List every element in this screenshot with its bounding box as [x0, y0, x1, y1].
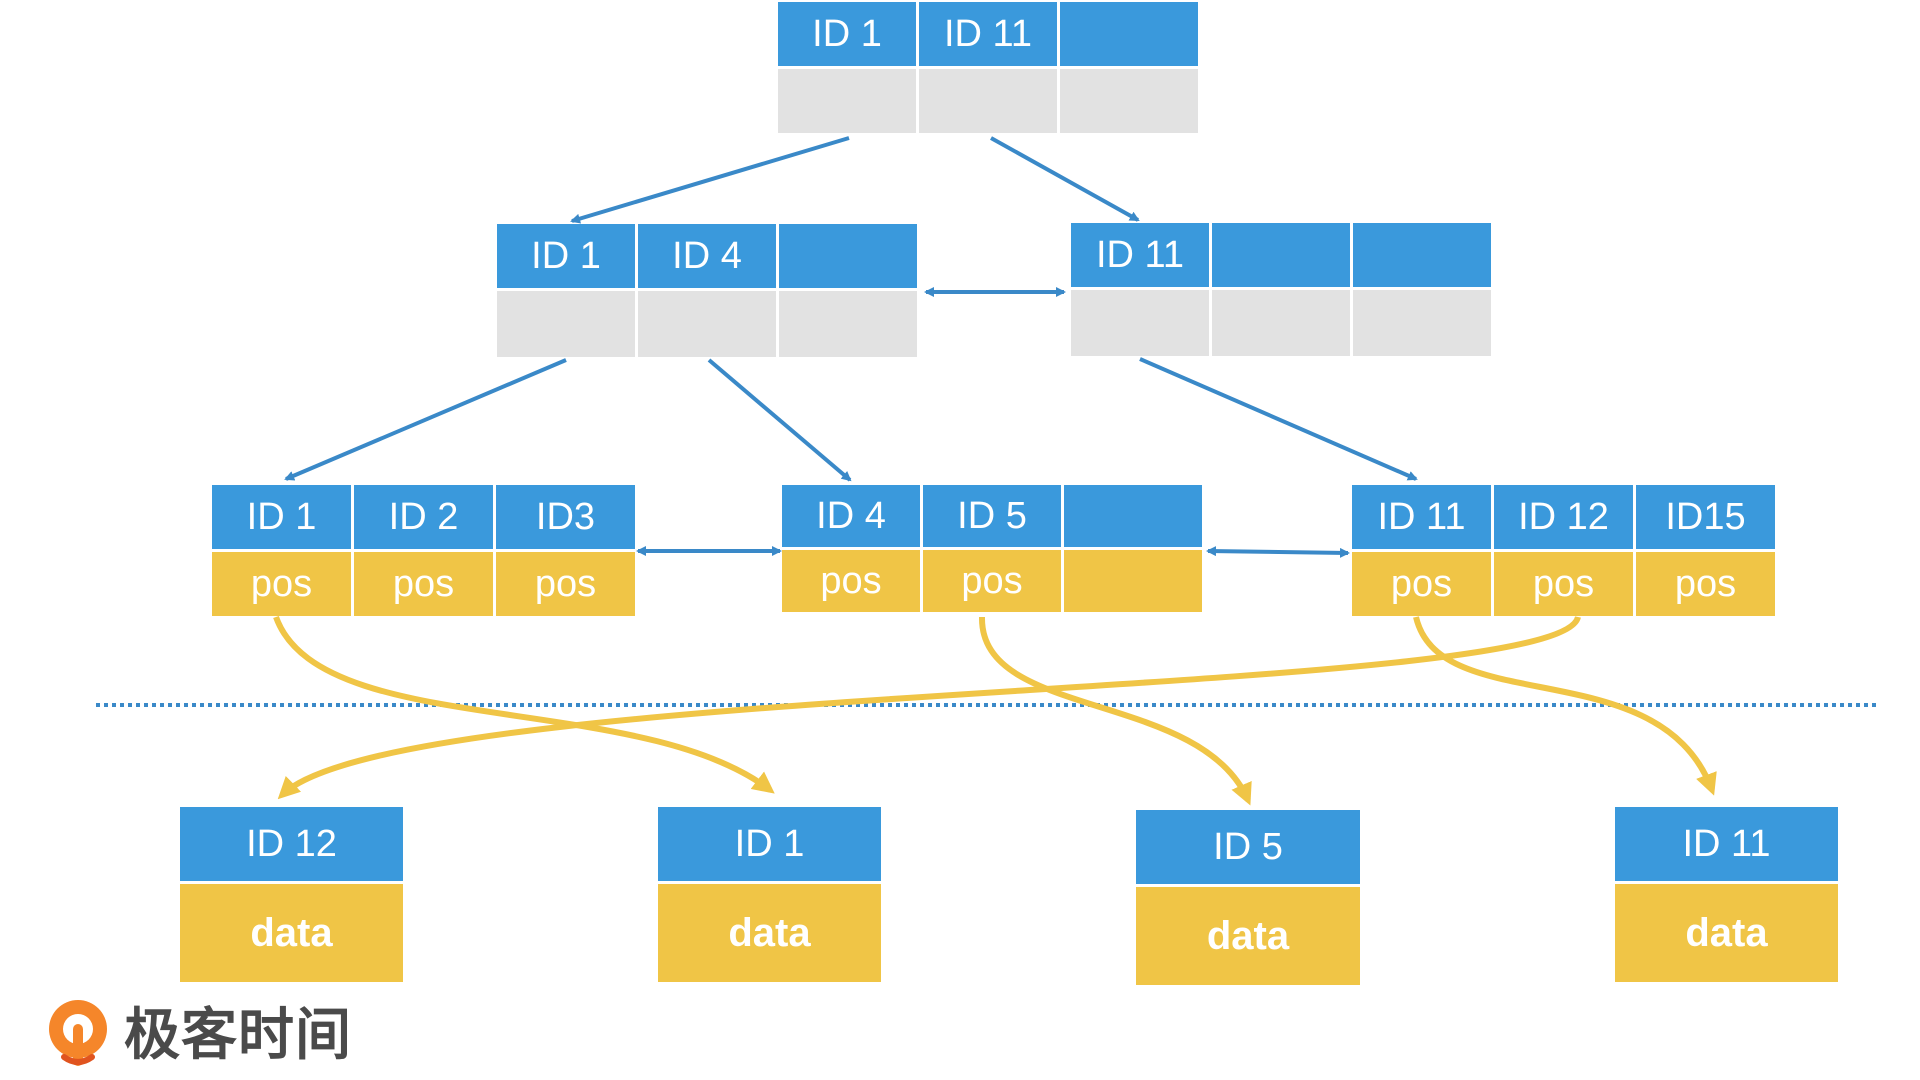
internal-pointer: [1071, 290, 1209, 356]
leaf-pos: pos: [212, 552, 351, 616]
leaf-pos: pos: [496, 552, 635, 616]
leaf-node-2: ID 4 ID 5 pos pos: [782, 485, 1202, 612]
leaf-key: ID 12: [1494, 485, 1633, 549]
pos-pointer-id12: [277, 615, 1581, 800]
leaf-key: ID 11: [1352, 485, 1491, 549]
record-data: data: [1136, 887, 1360, 985]
root-key: ID 11: [919, 2, 1057, 66]
edge-node-a-to-leaf-2: [707, 358, 852, 482]
record-id: ID 5: [1136, 810, 1360, 884]
root-node: ID 1 ID 11: [778, 2, 1198, 133]
pos-pointer-id5: [978, 616, 1252, 806]
root-pointer: [919, 69, 1057, 133]
leaf-key: ID15: [1636, 485, 1775, 549]
leaf-pos: pos: [1636, 552, 1775, 616]
leaf-pos: pos: [1352, 552, 1491, 616]
pos-pointer-id11: [1413, 616, 1717, 796]
internal-key: ID 11: [1071, 223, 1209, 287]
leaf-key: ID 1: [212, 485, 351, 549]
geektime-logo-icon: [49, 999, 107, 1066]
internal-pointer: [779, 291, 917, 357]
internal-key: [779, 224, 917, 288]
data-record-3: ID 5 data: [1136, 810, 1360, 985]
internal-pointer: [497, 291, 635, 357]
logo-text: 极客时间: [124, 1003, 352, 1068]
internal-node-b: ID 11: [1071, 223, 1491, 356]
record-id: ID 12: [180, 807, 403, 881]
internal-key: [1212, 223, 1350, 287]
leaf-pos: pos: [354, 552, 493, 616]
record-id: ID 11: [1615, 807, 1838, 881]
leaf-key: ID 4: [782, 485, 920, 547]
leaf-pos: pos: [923, 550, 1061, 612]
record-data: data: [658, 884, 881, 982]
leaf-node-1: ID 1 ID 2 ID3 pos pos pos: [212, 485, 635, 616]
leaf-key: ID 5: [923, 485, 1061, 547]
root-key: ID 1: [778, 2, 916, 66]
internal-key: [1353, 223, 1491, 287]
internal-pointer: [1212, 290, 1350, 356]
root-key: [1060, 2, 1198, 66]
internal-pointer: [638, 291, 776, 357]
pos-pointer-id1: [273, 615, 775, 794]
internal-key: ID 1: [497, 224, 635, 288]
leaf-pos: pos: [782, 550, 920, 612]
data-record-4: ID 11 data: [1615, 807, 1838, 982]
leaf-key: [1064, 485, 1202, 547]
record-id: ID 1: [658, 807, 881, 881]
leaf-node-3: ID 11 ID 12 ID15 pos pos pos: [1352, 485, 1775, 616]
sibling-link-leaf-2-3: [1206, 546, 1350, 558]
edge-node-b-to-leaf-3: [1139, 357, 1418, 481]
internal-key: ID 4: [638, 224, 776, 288]
leaf-key: ID3: [496, 485, 635, 549]
data-record-1: ID 12 data: [180, 807, 403, 982]
edge-root-to-node-a: [570, 136, 850, 224]
leaf-pos: pos: [1494, 552, 1633, 616]
leaf-key: ID 2: [354, 485, 493, 549]
internal-pointer: [1353, 290, 1491, 356]
record-data: data: [1615, 884, 1838, 982]
leaf-pos: [1064, 550, 1202, 612]
geektime-logo: 极客时间: [42, 990, 352, 1071]
data-record-2: ID 1 data: [658, 807, 881, 982]
record-data: data: [180, 884, 403, 982]
edge-root-to-node-b: [990, 136, 1140, 222]
root-pointer: [1060, 69, 1198, 133]
edge-node-a-to-leaf-1: [284, 358, 567, 481]
internal-node-a: ID 1 ID 4: [497, 224, 917, 357]
root-pointer: [778, 69, 916, 133]
